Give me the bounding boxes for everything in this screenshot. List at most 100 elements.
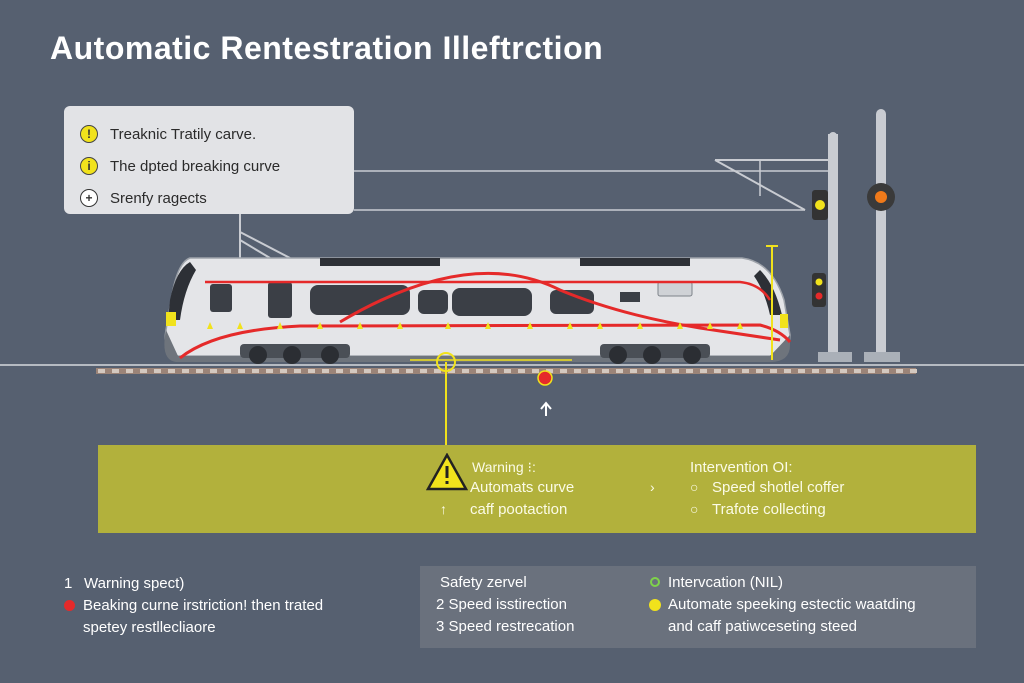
track-sleeper [308, 369, 315, 373]
track-sleeper [504, 369, 511, 373]
track-sleeper [406, 369, 413, 373]
bogie [600, 344, 710, 364]
track-sleeper [630, 369, 637, 373]
train-vent [620, 292, 640, 302]
mast-cap [829, 132, 837, 140]
legend-label: Treaknic Tratily carve. [110, 125, 257, 143]
track-sleeper [882, 369, 889, 373]
intervention-line: Speed shotlel coffer [712, 479, 845, 496]
train-cab-window [168, 262, 196, 320]
safety-title: Safety zervel [440, 574, 527, 591]
circle-marker-icon: ○ [690, 501, 699, 517]
track-sleeper [420, 369, 427, 373]
intervention-item: and caff patiwceseting steed [668, 618, 858, 635]
legend-item: + Srenfy ragects [80, 182, 338, 214]
curve-marker [317, 322, 323, 329]
curve-marker [637, 322, 643, 329]
track-sleepers [98, 369, 917, 373]
chevron-right-icon: › [650, 479, 655, 495]
track-sleeper [196, 369, 203, 373]
track-sleeper [756, 369, 763, 373]
up-arrow-icon [540, 401, 552, 416]
track-sleeper [910, 369, 917, 373]
track-sleeper [378, 369, 385, 373]
track-sleeper [770, 369, 777, 373]
track-sleeper [252, 369, 259, 373]
track-sleeper [574, 369, 581, 373]
track-sleeper [294, 369, 301, 373]
train-door [268, 282, 292, 318]
warning-band: Warning ⁝: Automats curve caff pootactio… [98, 445, 976, 533]
track-sleeper [826, 369, 833, 373]
track-sleeper [322, 369, 329, 373]
curve-marker [445, 322, 451, 329]
track-sleeper [672, 369, 679, 373]
track-sleeper [854, 369, 861, 373]
track-sleeper [728, 369, 735, 373]
track-sleeper [350, 369, 357, 373]
curve-marker [597, 322, 603, 329]
note-row: spetey restllecliaore [64, 616, 394, 638]
safety-circle-icon: + [80, 189, 98, 207]
alert-dot-icon [537, 370, 553, 386]
track-sleeper [742, 369, 749, 373]
track-sleeper [518, 369, 525, 373]
warning-line: caff pootaction [470, 501, 568, 518]
mast-base [818, 352, 852, 362]
track-sleeper [616, 369, 623, 373]
track-sleeper [700, 369, 707, 373]
curve-marker [707, 322, 713, 329]
page-title: Automatic Rentestration Illeftrction [50, 30, 604, 66]
train-window [452, 288, 532, 316]
safety-intervention-panel: Safety zervel 2 Speed isstirection 3 Spe… [420, 566, 976, 648]
track-sleeper [462, 369, 469, 373]
note-row: Beaking curne irstriction! then trated [64, 594, 394, 616]
track-sleeper [840, 369, 847, 373]
track-sleeper [784, 369, 791, 373]
track-sleeper [448, 369, 455, 373]
curve-marker [357, 322, 363, 329]
signal-mast [828, 134, 838, 362]
note-text: spetey restllecliaore [83, 618, 216, 636]
track-sleeper [238, 369, 245, 373]
track-sleeper [812, 369, 819, 373]
curve-marker [237, 322, 243, 329]
roof-unit [320, 258, 440, 266]
safety-item: 3 Speed restrecation [436, 618, 575, 635]
track-sleeper [490, 369, 497, 373]
track-sleeper [476, 369, 483, 373]
track-sleeper [140, 369, 147, 373]
track-sleeper [126, 369, 133, 373]
signal-light [815, 278, 823, 286]
curve-marker [527, 322, 533, 329]
legend-label: Srenfy ragects [110, 189, 207, 207]
signal-light-orange [875, 191, 887, 203]
mast-cap [876, 109, 886, 119]
note-row: 1 Warning spect) [64, 572, 394, 594]
legend-box: ! Treaknic Tratily carve. i The dpted br… [64, 106, 354, 214]
track-sleeper [868, 369, 875, 373]
note-text: Beaking curne irstriction! then trated [83, 596, 324, 614]
curve-marker [567, 322, 573, 329]
status-ok-icon [650, 577, 660, 587]
bogie [240, 344, 350, 364]
info-circle-icon: i [80, 157, 98, 175]
train-logo-plate [657, 281, 693, 297]
curve-markers [207, 322, 743, 329]
track-sleeper [560, 369, 567, 373]
train-window [210, 284, 232, 312]
warning-circle-icon: ! [80, 125, 98, 143]
curve-marker [397, 322, 403, 329]
track-sleeper [154, 369, 161, 373]
track-sleeper [210, 369, 217, 373]
warning-notes: 1 Warning spect) Beaking curne irstricti… [64, 572, 394, 638]
track-sleeper [644, 369, 651, 373]
track-sleeper [896, 369, 903, 373]
pantograph [239, 231, 291, 259]
intervention-title: Intervention OI: [690, 459, 793, 476]
track-sleeper [434, 369, 441, 373]
curve-marker [277, 322, 283, 329]
train-window [310, 285, 410, 315]
signal-light-yellow [815, 200, 825, 210]
